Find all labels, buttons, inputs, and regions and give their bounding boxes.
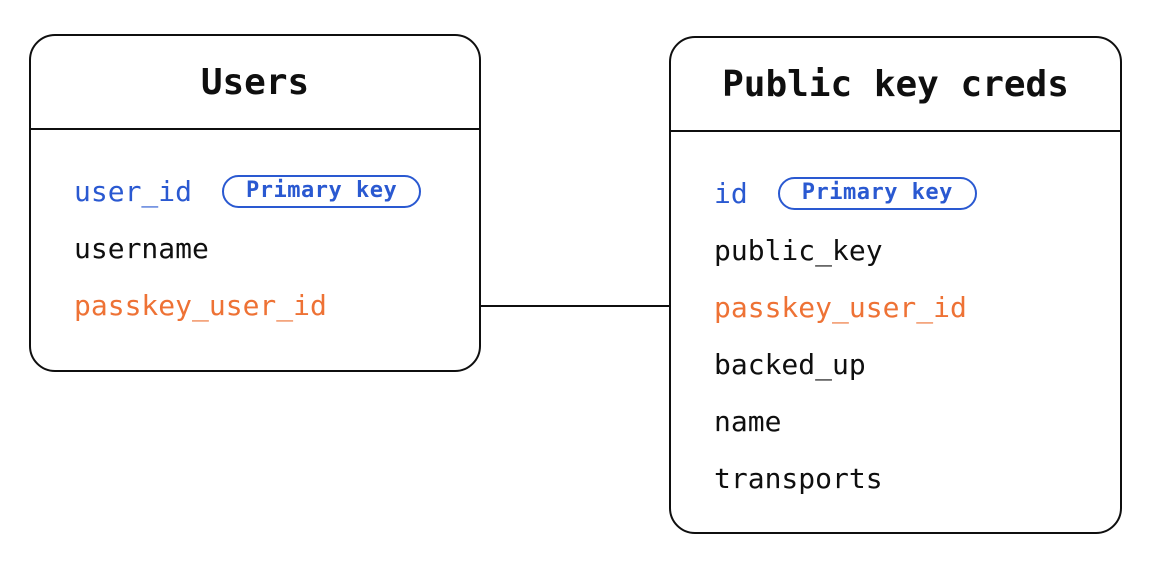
field-row-backed_up: backed_up	[714, 336, 1100, 393]
field-label-backed_up: backed_up	[714, 348, 866, 381]
public-key-creds-table-card: Public key creds id Primary key public_key…	[669, 36, 1122, 534]
users-table-title: Users	[200, 61, 310, 103]
field-row-user_id: user_id Primary key	[74, 163, 459, 220]
field-row-passkey_user_id: passkey_user_id	[74, 277, 459, 334]
field-row-name: name	[714, 393, 1100, 450]
field-row-id: id Primary key	[714, 165, 1100, 222]
public-key-creds-table-header: Public key creds	[671, 38, 1120, 132]
field-label-transports: transports	[714, 462, 883, 495]
field-label-user_id: user_id	[74, 175, 193, 208]
public-key-creds-table-title: Public key creds	[722, 63, 1069, 105]
field-label-passkey_user_id: passkey_user_id	[74, 289, 327, 322]
users-table-header: Users	[31, 36, 479, 130]
primary-key-badge: Primary key	[777, 177, 977, 210]
field-row-transports: transports	[714, 450, 1100, 507]
primary-key-badge: Primary key	[222, 175, 422, 208]
field-row-public_key: public_key	[714, 222, 1100, 279]
field-label-id: id	[714, 177, 748, 210]
field-row-passkey_user_id: passkey_user_id	[714, 279, 1100, 336]
relationship-connector-line	[481, 305, 669, 307]
users-table-card: Users user_id Primary key username passkey_…	[29, 34, 481, 372]
field-label-name: name	[714, 405, 782, 438]
users-table-fields: user_id Primary key username passkey_user_i…	[31, 130, 479, 334]
field-label-public_key: public_key	[714, 234, 883, 267]
field-label-passkey_user_id: passkey_user_id	[714, 291, 967, 324]
field-label-username: username	[74, 232, 209, 265]
field-row-username: username	[74, 220, 459, 277]
